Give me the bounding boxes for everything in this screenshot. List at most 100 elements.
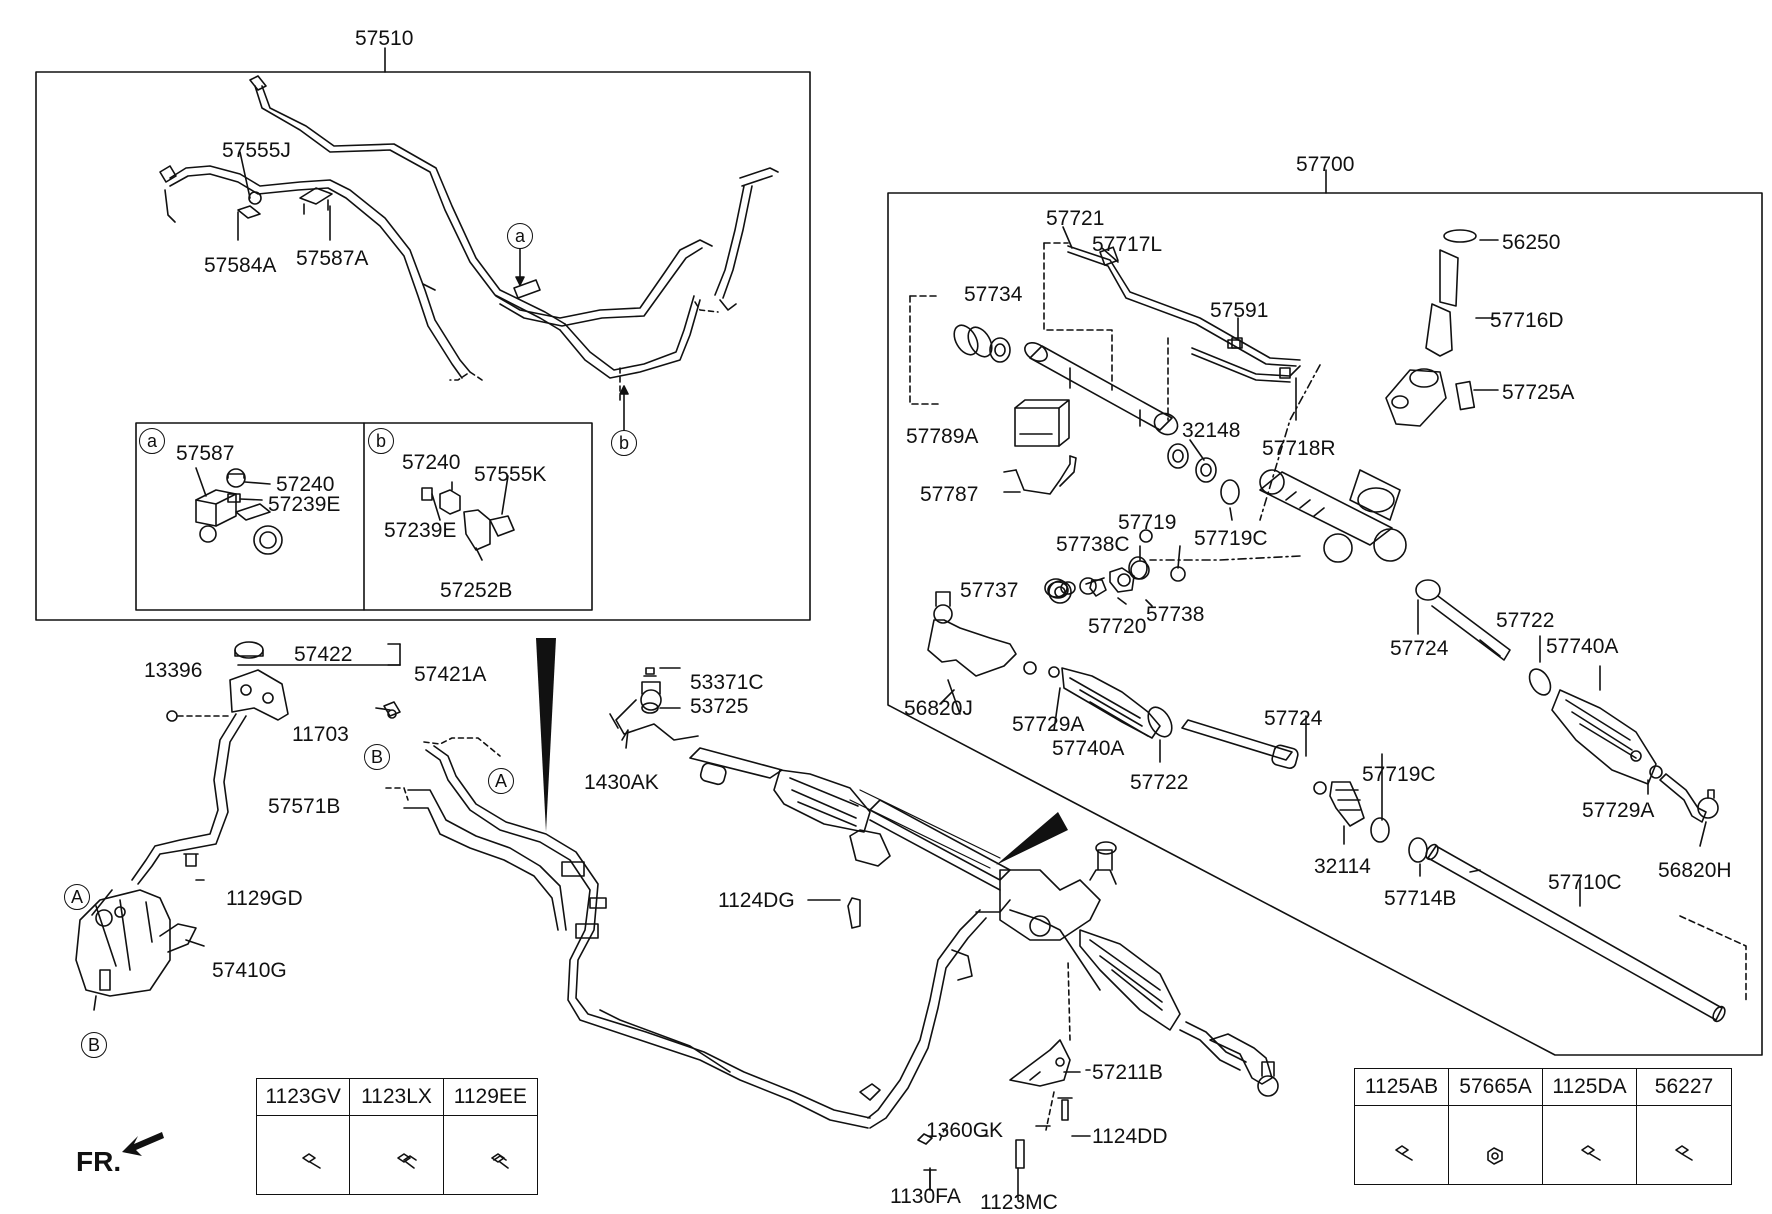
callout-B-hose: B (364, 744, 390, 770)
callout-b-top: b (611, 430, 637, 456)
label-56250: 56250 (1502, 231, 1561, 254)
label-57571B: 57571B (268, 795, 341, 818)
fastener-header: 1123LX (350, 1079, 443, 1116)
fastener-table-right: 1125AB 57665A 1125DA 56227 (1354, 1068, 1732, 1185)
rack-bar-57710C-art (1427, 845, 1723, 1021)
return-hose-57510 (159, 165, 779, 379)
label-57729A-a: 57729A (1012, 713, 1085, 736)
label-57716D: 57716D (1490, 309, 1564, 332)
label-57240-b: 57240 (402, 451, 461, 474)
fastener-col: 57665A (1449, 1069, 1543, 1184)
pump-bracket-art (131, 641, 401, 885)
label-53725: 53725 (690, 695, 749, 718)
fastener-col: 56227 (1637, 1069, 1731, 1184)
rack-assembly-art (609, 681, 1279, 1097)
clamp-57252B-art (421, 475, 515, 561)
label-57718R: 57718R (1262, 437, 1336, 460)
label-13396: 13396 (144, 659, 203, 682)
label-57555J: 57555J (222, 139, 291, 162)
table-bolt-icons (302, 1145, 1693, 1169)
gear-housing-art (1259, 469, 1407, 563)
label-57719C-b: 57719C (1362, 763, 1436, 786)
fastener-col: 1125DA (1543, 1069, 1637, 1184)
fastener-header: 1129EE (443, 1079, 537, 1116)
label-1124DD: 1124DD (1092, 1125, 1168, 1148)
label-57734: 57734 (964, 283, 1023, 306)
label-57591: 57591 (1210, 299, 1269, 322)
label-57587A: 57587A (296, 247, 369, 270)
fastener-col: 1123LX (350, 1079, 444, 1194)
front-direction-label: FR. (76, 1146, 122, 1177)
label-57700: 57700 (1296, 153, 1355, 176)
steering-pipes-art (1067, 245, 1301, 383)
label-57714B: 57714B (1384, 887, 1457, 910)
label-57587: 57587 (176, 442, 235, 465)
callout-a-top: a (507, 223, 533, 249)
pointer-wedge-1 (536, 638, 556, 832)
label-57740A-a: 57740A (1546, 635, 1619, 658)
pointer-wedge-2 (996, 812, 1068, 865)
fastener-header: 1123GV (257, 1079, 350, 1116)
label-56820H: 56820H (1658, 859, 1732, 882)
fastener-table-left: 1123GV 1123LX 1129EE (256, 1078, 538, 1195)
callout-B-left: B (81, 1032, 107, 1058)
label-57421A: 57421A (414, 663, 487, 686)
label-57722-a: 57722 (1496, 609, 1555, 632)
label-53371C: 53371C (690, 671, 764, 694)
fr-arrow-icon (122, 1132, 164, 1156)
label-57584A: 57584A (204, 254, 277, 277)
label-57787: 57787 (920, 483, 979, 506)
label-57719: 57719 (1118, 511, 1177, 534)
label-1130FA: 1130FA (890, 1185, 961, 1208)
label-56820J: 56820J (904, 697, 973, 720)
label-1360GK: 1360GK (926, 1119, 1004, 1142)
label-32148: 32148 (1182, 419, 1241, 442)
label-57717L: 57717L (1092, 233, 1163, 256)
label-1124DG: 1124DG (718, 889, 795, 912)
label-57789A: 57789A (906, 425, 979, 448)
box-57700 (887, 192, 1763, 1056)
label-57740A-b: 57740A (1052, 737, 1125, 760)
label-57738: 57738 (1146, 603, 1205, 626)
label-57738C: 57738C (1056, 533, 1130, 556)
inner-tie-rod-art (1415, 579, 1719, 823)
box-57510 (35, 71, 811, 621)
label-57737: 57737 (960, 579, 1019, 602)
label-57724-b: 57724 (1264, 707, 1323, 730)
cylinder-tube-art (1024, 342, 1179, 436)
label-57211B: 57211B (1092, 1061, 1163, 1084)
fastener-header: 1125AB (1355, 1069, 1448, 1106)
fastener-col: 1129EE (443, 1079, 537, 1194)
label-57720: 57720 (1088, 615, 1147, 638)
label-11703: 11703 (292, 723, 349, 746)
fastener-col: 1123GV (257, 1079, 351, 1194)
label-57724-a: 57724 (1390, 637, 1449, 660)
label-57710C: 57710C (1548, 871, 1622, 894)
fastener-col: 1125AB (1355, 1069, 1449, 1184)
label-57410G: 57410G (212, 959, 287, 982)
label-57729A-b: 57729A (1582, 799, 1655, 822)
label-57240-a: 57240 (276, 473, 335, 496)
label-57252B: 57252B (440, 579, 513, 602)
tie-rod-left-art (927, 591, 1428, 863)
valve-body-art (1385, 229, 1477, 427)
callout-A-hose: A (488, 768, 514, 794)
callout-A-left: A (64, 884, 90, 910)
label-57510: 57510 (355, 27, 414, 50)
label-57722-b: 57722 (1130, 771, 1189, 794)
fastener-header: 1125DA (1543, 1069, 1636, 1106)
label-57239E-b: 57239E (384, 519, 457, 542)
label-1123MC: 1123MC (980, 1191, 1058, 1214)
pump-57410G-art (75, 853, 205, 1011)
label-57239E-a: 57239E (268, 493, 341, 516)
pressure-hose-57510 (249, 75, 701, 379)
gear-57737-art (1048, 580, 1072, 604)
label-57422: 57422 (294, 643, 353, 666)
label-1129GD: 1129GD (226, 887, 303, 910)
label-57721: 57721 (1046, 207, 1105, 230)
mount-bushing-art (1003, 399, 1077, 495)
label-1430AK: 1430AK (584, 771, 659, 794)
fastener-header: 57665A (1449, 1069, 1542, 1106)
label-57719C: 57719C (1194, 527, 1268, 550)
